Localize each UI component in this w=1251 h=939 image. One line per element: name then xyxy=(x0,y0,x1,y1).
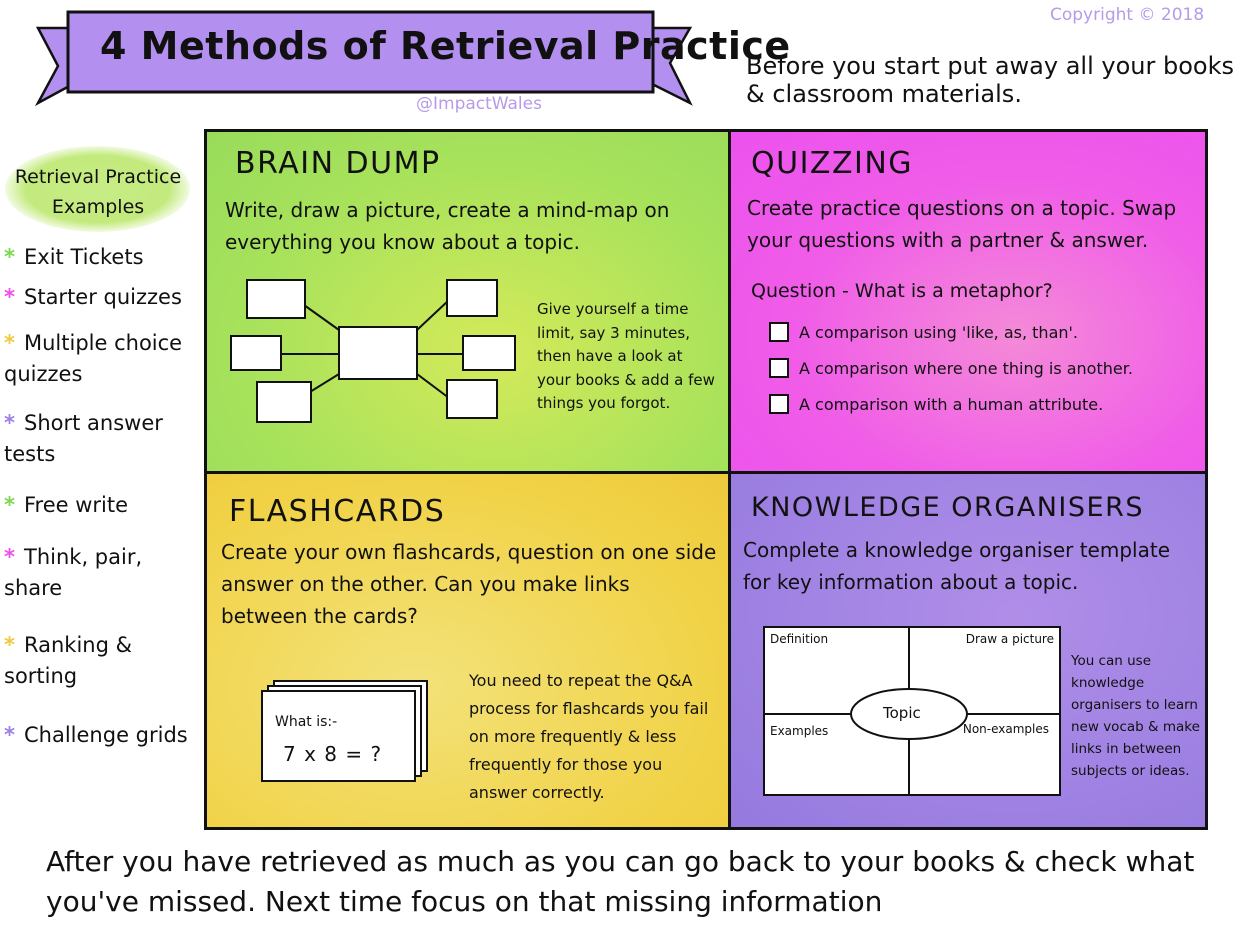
asterisk-icon: * xyxy=(4,245,15,269)
option-label: A comparison where one thing is another. xyxy=(799,358,1133,378)
checkbox[interactable] xyxy=(769,394,789,414)
option-label: A comparison with a human attribute. xyxy=(799,394,1104,414)
knowledge-organisers-panel: KNOWLEDGE ORGANISERS Complete a knowledg… xyxy=(731,474,1205,827)
ko-definition-label: Definition xyxy=(770,632,829,646)
knowledge-organisers-heading: KNOWLEDGE ORGANISERS xyxy=(751,492,1144,523)
quiz-option: A comparison using 'like, as, than'. xyxy=(769,322,1078,342)
list-item: *Think, pair, share xyxy=(4,542,199,604)
flashcards-panel: FLASHCARDS Create your own flashcards, q… xyxy=(207,474,731,827)
checkbox[interactable] xyxy=(769,322,789,342)
quizzing-heading: QUIZZING xyxy=(751,146,914,181)
flashcard-question-label: What is:- xyxy=(275,714,338,730)
brain-dump-heading: BRAIN DUMP xyxy=(235,146,441,181)
brain-dump-description: Write, draw a picture, create a mind-map… xyxy=(225,198,670,254)
list-item: * Exit Tickets xyxy=(4,242,199,273)
quizzing-description: Create practice questions on a topic. Sw… xyxy=(747,196,1177,252)
author-handle: @ImpactWales xyxy=(416,94,542,114)
asterisk-icon: * xyxy=(4,493,15,517)
asterisk-icon: * xyxy=(4,331,15,355)
ko-topic-label: Topic xyxy=(883,704,921,722)
title-banner xyxy=(34,10,693,107)
list-item: *Short answer tests xyxy=(4,408,199,470)
asterisk-icon: * xyxy=(4,633,15,657)
quiz-option: A comparison with a human attribute. xyxy=(769,394,1103,414)
quizzing-panel: QUIZZING Create practice questions on a … xyxy=(731,132,1205,474)
mind-map-diagram xyxy=(230,279,516,423)
methods-grid: BRAIN DUMP Write, draw a picture, create… xyxy=(204,129,1208,830)
ko-non-examples-label: Non-examples xyxy=(962,722,1049,736)
list-item: *Ranking & sorting xyxy=(4,630,199,692)
sidebar-title-highlight xyxy=(5,146,190,232)
list-item: *Multiple choice quizzes xyxy=(4,328,199,390)
example-label: Multiple choice quizzes xyxy=(4,331,183,386)
knowledge-organisers-description: Complete a knowledge organiser template … xyxy=(743,538,1171,594)
quiz-option: A comparison where one thing is another. xyxy=(769,358,1133,378)
flashcard-question: 7 x 8 = ? xyxy=(283,742,383,766)
list-item: * Challenge grids xyxy=(4,720,199,751)
asterisk-icon: * xyxy=(4,545,15,569)
list-item: * Free write xyxy=(4,490,199,521)
copyright-notice: Copyright © 2018 xyxy=(1050,5,1205,25)
quiz-question: Question - What is a metaphor? xyxy=(751,280,1053,302)
knowledge-organisers-tip: You can use knowledge organisers to lear… xyxy=(1071,653,1200,779)
flashcards-tip: You need to repeat the Q&A process for f… xyxy=(469,671,709,802)
list-item: * Starter quizzes xyxy=(4,282,199,313)
ko-examples-label: Examples xyxy=(770,724,829,738)
example-label: Think, pair, share xyxy=(4,545,143,600)
example-label: Exit Tickets xyxy=(24,245,144,269)
asterisk-icon: * xyxy=(4,411,15,435)
option-label: A comparison using 'like, as, than'. xyxy=(799,322,1078,342)
ko-draw-label: Draw a picture xyxy=(965,632,1054,646)
intro-instruction: Before you start put away all your books… xyxy=(746,52,1234,108)
flashcards-description: Create your own flashcards, question on … xyxy=(221,540,717,628)
footer-instruction: After you have retrieved as much as you … xyxy=(46,845,1195,918)
checkbox[interactable] xyxy=(769,358,789,378)
knowledge-organiser-template: Definition Draw a picture Examples Non-e… xyxy=(763,626,1061,796)
brain-dump-panel: BRAIN DUMP Write, draw a picture, create… xyxy=(207,132,731,474)
flashcard-front: What is:- 7 x 8 = ? xyxy=(261,690,416,782)
asterisk-icon: * xyxy=(4,285,15,309)
example-label: Challenge grids xyxy=(24,723,188,747)
template-grid-lines xyxy=(765,628,1059,794)
example-label: Ranking & sorting xyxy=(4,633,132,688)
brain-dump-tip: Give yourself a time limit, say 3 minute… xyxy=(537,300,715,412)
example-label: Free write xyxy=(24,493,129,517)
asterisk-icon: * xyxy=(4,723,15,747)
example-label: Starter quizzes xyxy=(24,285,182,309)
page-title: 4 Methods of Retrieval Practice xyxy=(100,24,791,68)
sidebar-title: Retrieval Practice Examples xyxy=(14,166,182,218)
example-label: Short answer tests xyxy=(4,411,163,466)
flashcards-heading: FLASHCARDS xyxy=(229,494,446,529)
